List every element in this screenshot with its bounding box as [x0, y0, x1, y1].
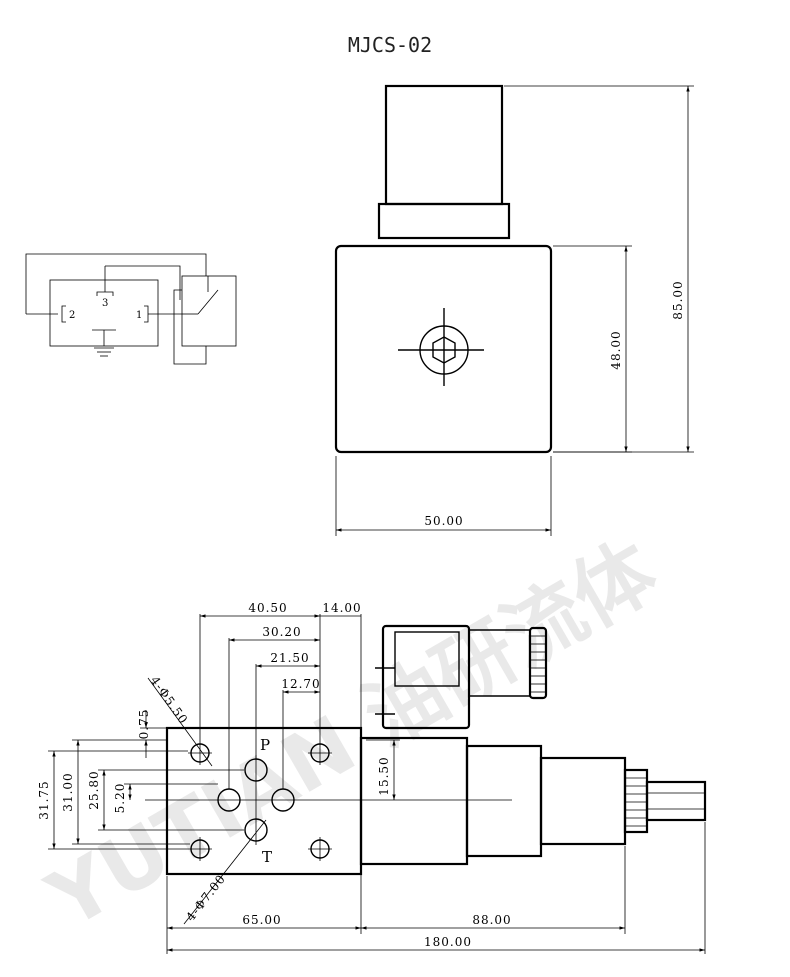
dim-31-00-label: 31.00 — [61, 772, 75, 811]
coil-body — [334, 244, 553, 454]
valve-sleeve — [465, 744, 543, 858]
pin-1-label: 1 — [136, 310, 142, 321]
dim-25-80-label: 25.80 — [87, 770, 101, 809]
dim-bottom-set: 65.00 88.00 180.00 — [166, 822, 706, 954]
watermark-text: YUTIAN 油研流体 — [32, 524, 672, 947]
dim-hole-small: 4-Φ5.50 — [148, 674, 213, 767]
pin-2-label: 2 — [69, 310, 75, 321]
bottom-view: P T 40.50 14.00 30.20 21.50 12.70 4-Φ5.5… — [37, 601, 707, 954]
wiring-schematic: 2 3 1 — [25, 253, 237, 365]
port-p-label: P — [260, 736, 270, 754]
pin-3-label: 3 — [102, 298, 108, 309]
coil-nut — [377, 202, 511, 240]
dim-top-set: 40.50 14.00 30.20 21.50 12.70 — [199, 601, 362, 789]
dim-width: 50.00 — [335, 456, 552, 536]
dim-coil-height: 48.00 — [553, 245, 632, 453]
mounting-holes — [188, 741, 332, 861]
dim-21-50-label: 21.50 — [270, 651, 309, 665]
connector — [375, 624, 548, 730]
dim-total-height: 85.00 — [504, 85, 694, 453]
dim-65-00-label: 65.00 — [242, 913, 281, 927]
dim-0-75-label: 0.75 — [137, 709, 151, 740]
coil-cap — [384, 84, 504, 206]
dim-88-00-label: 88.00 — [472, 913, 511, 927]
dim-coil-height-label: 48.00 — [609, 330, 623, 369]
dim-15-50-label: 15.50 — [377, 756, 391, 795]
dim-30-20-label: 30.20 — [262, 625, 301, 639]
port-t-label: T — [262, 848, 272, 866]
knurled-nut — [623, 768, 649, 834]
coil-nut-center — [398, 308, 484, 386]
dim-12-70-label: 12.70 — [281, 677, 320, 691]
dim-40-50-label: 40.50 — [248, 601, 287, 615]
dim-180-00-label: 180.00 — [424, 935, 472, 949]
page-title: MJCS-02 — [348, 33, 432, 57]
dim-total-height-label: 85.00 — [671, 280, 685, 319]
watermark: YUTIAN 油研流体 — [32, 524, 672, 947]
valve-neck — [539, 756, 627, 846]
dim-width-label: 50.00 — [424, 514, 463, 528]
dim-left-set: 31.75 31.00 25.80 5.20 0.75 — [37, 709, 244, 850]
adjust-stem — [645, 780, 707, 822]
dim-31-75-label: 31.75 — [37, 780, 51, 819]
dim-5-20-label: 5.20 — [113, 783, 127, 814]
dim-15-50: 15.50 — [366, 739, 400, 800]
top-view: 50.00 48.00 85.00 — [334, 84, 694, 536]
dim-hole-small-label: 4-Φ5.50 — [148, 674, 191, 727]
dim-14-00-label: 14.00 — [322, 601, 361, 615]
